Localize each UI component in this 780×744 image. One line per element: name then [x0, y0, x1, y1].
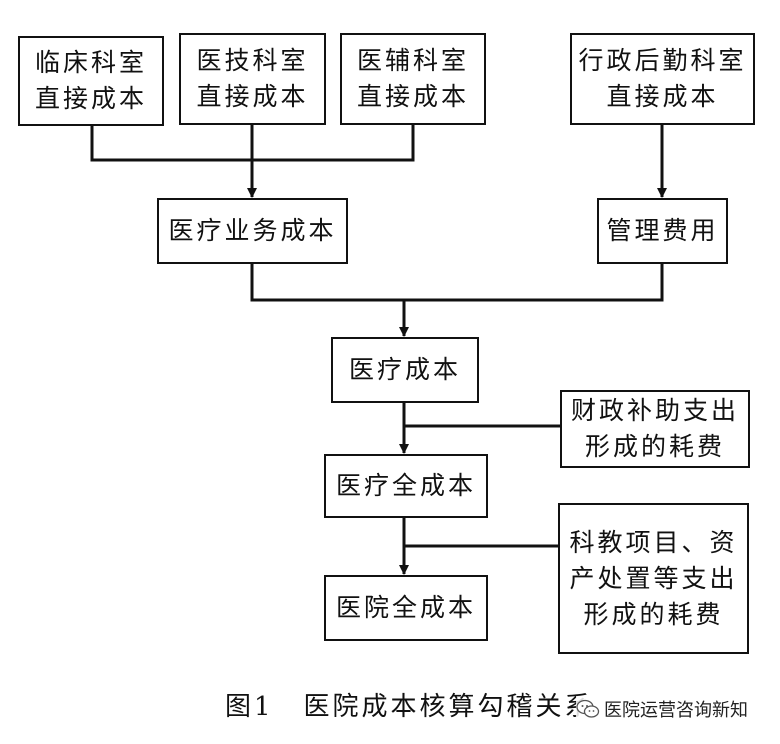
box-research-projects-label: 科教项目、资 产处置等支出 形成的耗费: [569, 527, 738, 629]
figure-title: 医院成本核算勾稽关系: [303, 692, 594, 722]
box-medical-cost: 医疗成本: [331, 337, 479, 403]
box-auxiliary-direct-cost: 医辅科室 直接成本: [340, 33, 486, 125]
box-medtech-direct-cost: 医技科室 直接成本: [179, 33, 326, 125]
box-medical-business-label: 医疗业务成本: [168, 216, 337, 245]
box-hospital-full-cost: 医院全成本: [324, 575, 488, 641]
watermark-text: 医院运营咨询新知: [604, 700, 748, 721]
box-auxiliary-label: 医辅科室 直接成本: [356, 46, 469, 111]
box-medical-full-cost-label: 医疗全成本: [335, 471, 476, 500]
figure-number: 图1: [225, 692, 274, 722]
box-research-projects: 科教项目、资 产处置等支出 形成的耗费: [558, 503, 749, 654]
box-admin-label: 行政后勤科室 直接成本: [578, 46, 747, 111]
box-admin-direct-cost: 行政后勤科室 直接成本: [570, 33, 755, 125]
box-fiscal-subsidy: 财政补助支出 形成的耗费: [560, 390, 750, 468]
box-medical-business-cost: 医疗业务成本: [157, 198, 348, 264]
box-fiscal-subsidy-label: 财政补助支出 形成的耗费: [570, 396, 739, 461]
connector-business-management: [250, 262, 664, 302]
box-clinical-direct-cost: 临床科室 直接成本: [18, 36, 164, 126]
box-management-label: 管理费用: [606, 216, 719, 245]
box-medical-full-cost: 医疗全成本: [324, 454, 488, 518]
wechat-icon: [576, 699, 600, 718]
box-hospital-full-cost-label: 医院全成本: [335, 593, 476, 622]
watermark: 医院运营咨询新知: [576, 696, 752, 722]
box-medtech-label: 医技科室 直接成本: [196, 46, 309, 111]
box-medical-cost-label: 医疗成本: [348, 355, 461, 384]
figure-caption: 图1 医院成本核算勾稽关系: [225, 686, 594, 723]
box-management-cost: 管理费用: [597, 198, 728, 264]
box-clinical-label: 临床科室 直接成本: [34, 48, 147, 113]
